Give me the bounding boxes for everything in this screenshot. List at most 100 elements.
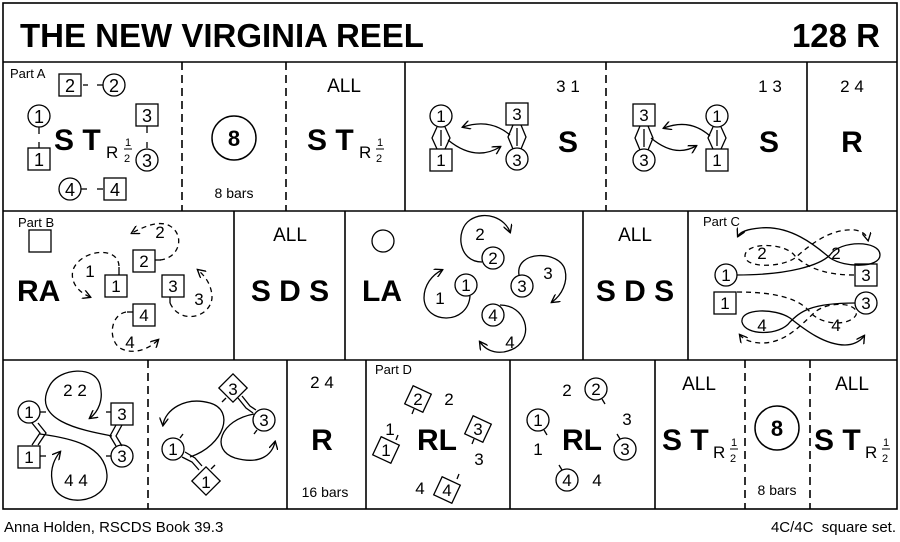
who-label: 1 3 — [758, 77, 782, 96]
dancer-woman: 4 — [65, 180, 75, 200]
formation-label: S T — [54, 124, 101, 157]
formation-label: R — [311, 424, 333, 457]
track-label: 1 — [85, 262, 94, 281]
part-b-cell-2: ALL S D S — [251, 225, 329, 308]
part-d-cell-2: 2 1 3 4 2 1 3 4 RL — [526, 377, 637, 492]
dancer-man: 2 — [413, 390, 422, 409]
dancer-man: 1 — [34, 150, 44, 170]
dancer-woman: 3 — [117, 447, 126, 466]
dancer-woman: 1 — [24, 403, 33, 422]
women-symbol — [371, 229, 395, 253]
bars-circle-number: 8 — [228, 126, 240, 151]
formation-sub: R — [359, 143, 371, 162]
part-label: Part B — [18, 215, 54, 230]
who-label: ALL — [327, 76, 361, 97]
part-label: Part A — [10, 66, 46, 81]
dance-title: THE NEW VIRGINIA REEL — [20, 17, 424, 54]
dancer-man: 1 — [111, 277, 120, 296]
dancer-woman: 3 — [620, 440, 629, 459]
outer-border — [2, 2, 898, 510]
dancer-man: 2 — [65, 76, 75, 96]
part-d-cell-4: 8 8 bars — [754, 405, 800, 498]
dancer-woman: 1 — [712, 107, 721, 126]
part-b-cell-4: ALL S D S — [596, 225, 674, 308]
formation-label: S — [558, 126, 578, 159]
dancer-man: 1 — [201, 473, 210, 492]
part-label: Part D — [375, 362, 412, 377]
part-b-cell-3: LA 1 2 3 4 1 2 3 4 — [362, 215, 567, 353]
bars-circle-number: 8 — [771, 416, 783, 441]
fraction-numerator: 1 — [883, 437, 889, 449]
dancer-man: 3 — [861, 266, 870, 285]
position-label: 1 — [385, 420, 394, 439]
part-c-cell: Part C 1 1 3 3 2 2 4 4 — [703, 214, 881, 346]
part-a-cell-6: 2 4 R — [840, 77, 864, 159]
dancer-man: 1 — [720, 294, 729, 313]
track-label: 2 — [475, 225, 484, 244]
dancer-woman: 1 — [436, 107, 445, 126]
who-label: ALL — [618, 225, 652, 246]
part-a-cell-1: Part A 2 2 1 1 3 3 4 4 — [10, 66, 159, 201]
dancer-man: 4 — [110, 180, 120, 200]
dancer-woman: 2 — [488, 249, 497, 268]
dancer-man: 1 — [381, 441, 390, 460]
dancer-man: 3 — [117, 405, 126, 424]
dancer-woman: 1 — [168, 440, 177, 459]
loop-label: 4 — [757, 316, 766, 335]
formation-label: S T — [662, 424, 709, 457]
men-symbol — [28, 229, 52, 253]
formation-label: S T — [307, 124, 354, 157]
formation-sub: R — [106, 143, 118, 162]
who-label: 3 1 — [556, 77, 580, 96]
dancer-woman: 3 — [639, 151, 648, 170]
fraction-numerator: 1 — [125, 137, 131, 149]
part-e-cell-3: 2 4 R 16 bars — [302, 373, 349, 500]
track-label: 1 — [435, 289, 444, 308]
position-label: 2 — [562, 381, 571, 400]
formation-label: S — [759, 126, 779, 159]
formation-label: S T — [814, 424, 861, 457]
bars-label: 16 bars — [302, 484, 349, 500]
part-a-cell-4: 3 1 1 1 3 3 S — [429, 77, 580, 172]
part-label: Part C — [703, 214, 740, 229]
position-label: 4 — [592, 471, 601, 490]
dancer-woman: 3 — [259, 411, 268, 430]
position-label: 2 — [444, 390, 453, 409]
dancer-woman: 1 — [34, 107, 44, 127]
dancer-man: 4 — [139, 306, 148, 325]
dance-type: 128 R — [792, 17, 880, 54]
dancer-woman: 3 — [142, 151, 152, 171]
dancer-woman: 2 — [109, 76, 119, 96]
track-label: 4 4 — [64, 471, 88, 490]
dancer-man: 4 — [442, 481, 451, 500]
bars-label: 8 bars — [758, 482, 797, 498]
position-label: 3 — [622, 410, 631, 429]
formation-label: RA — [17, 275, 60, 308]
who-label: 2 4 — [310, 373, 334, 392]
part-b-cell-1: Part B RA 1 2 3 4 1 2 3 4 — [17, 215, 213, 352]
loop-label: 4 — [831, 316, 840, 335]
dancer-man: 3 — [473, 420, 482, 439]
position-label: 4 — [415, 479, 424, 498]
bars-circle — [754, 405, 800, 451]
fraction-numerator: 1 — [731, 437, 737, 449]
fraction-numerator: 1 — [377, 137, 383, 149]
loop-label: 2 — [757, 244, 766, 263]
bars-circle — [211, 115, 257, 161]
part-e-cell-1: 1 1 3 3 2 2 4 4 — [17, 370, 134, 501]
dancer-woman: 3 — [517, 277, 526, 296]
track-label: 3 — [194, 290, 203, 309]
formation-label: RL — [562, 424, 602, 457]
who-label: ALL — [682, 374, 716, 395]
fraction-denominator: 2 — [882, 453, 888, 465]
track-label: 4 — [505, 333, 514, 352]
footer-set: 4C/4C square set. — [771, 519, 896, 536]
who-label: ALL — [835, 374, 869, 395]
bars-label: 8 bars — [215, 185, 254, 201]
fraction-denominator: 2 — [376, 153, 382, 165]
part-d-cell-5: ALL S T R 1 2 — [814, 374, 890, 465]
part-a-cell-3: ALL S T R 1 2 — [307, 76, 384, 165]
dancer-man: 3 — [142, 106, 152, 126]
who-label: ALL — [273, 225, 307, 246]
